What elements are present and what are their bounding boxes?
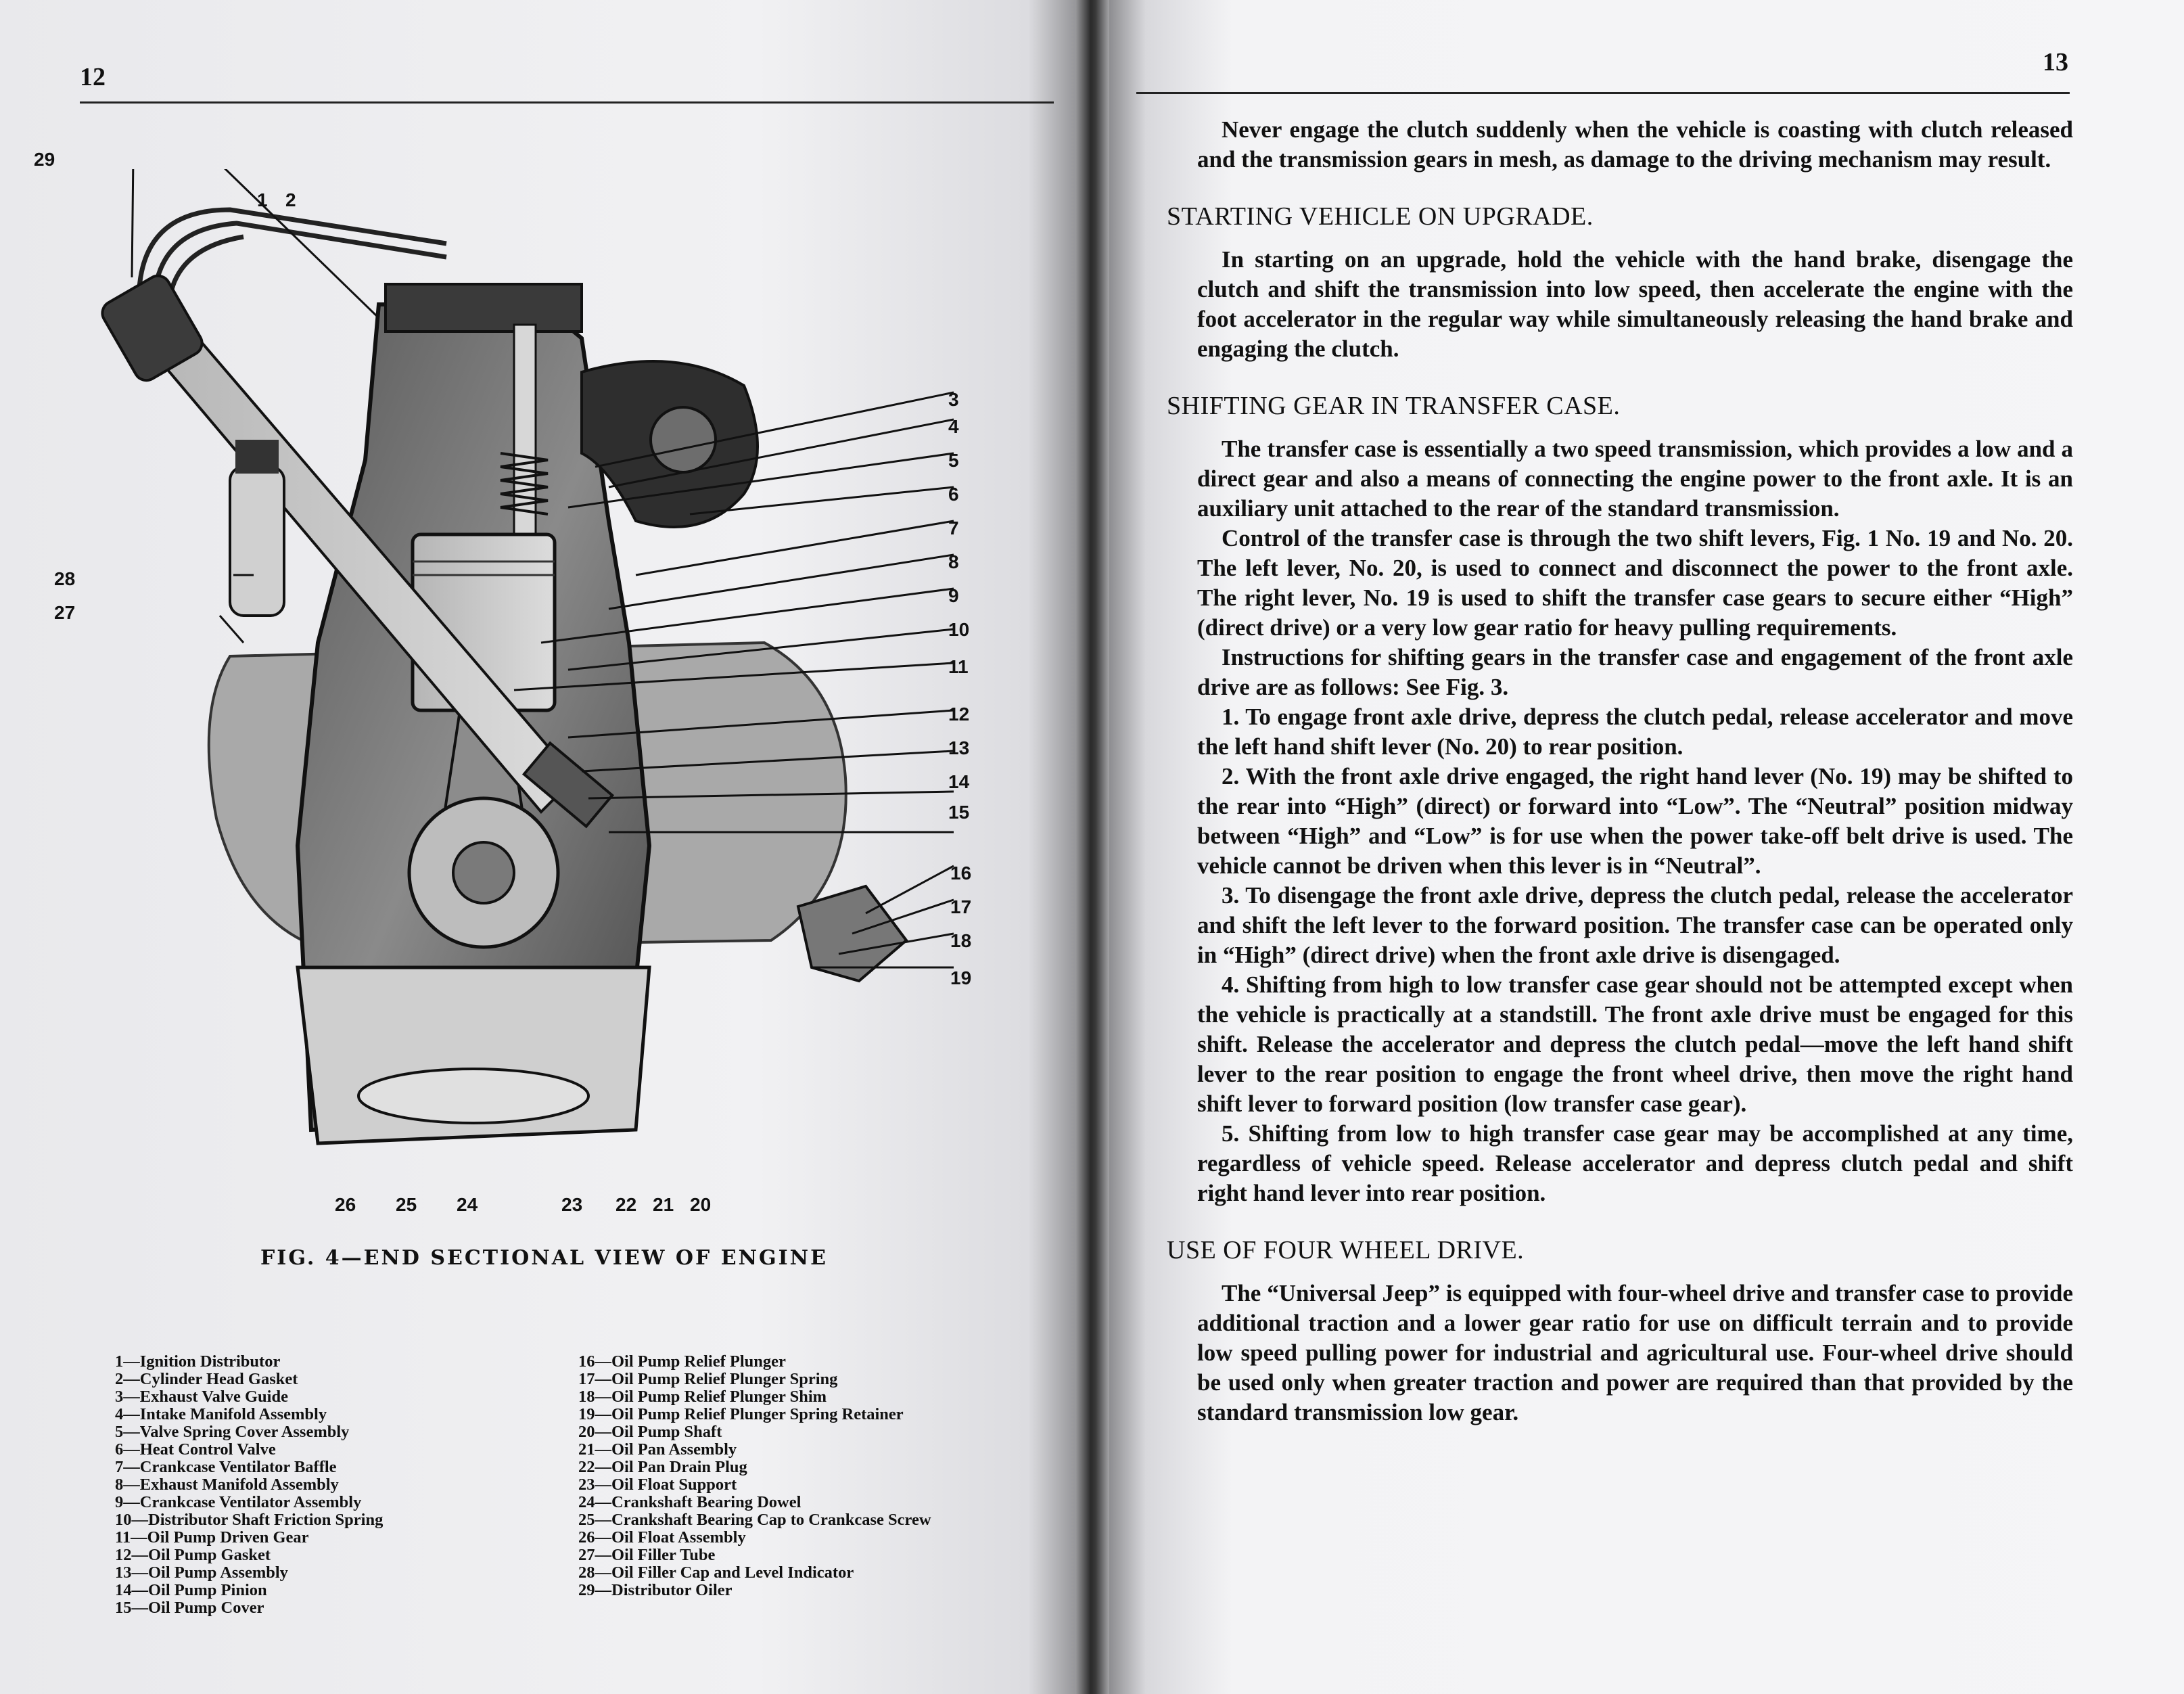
parts-legend-col1: 1—Ignition Distributor 2—Cylinder Head G…	[115, 1353, 453, 1617]
legend-item: 12—Oil Pump Gasket	[115, 1546, 271, 1564]
transfer-paragraph-2: Control of the transfer case is through …	[1197, 525, 2073, 641]
step-5-paragraph: 5. Shifting from low to high transfer ca…	[1197, 1120, 2073, 1206]
legend-item: 8—Exhaust Manifold Assembly	[115, 1475, 339, 1494]
legend-item: 14—Oil Pump Pinion	[115, 1581, 267, 1599]
callout-4: 4	[948, 416, 959, 437]
callout-23: 23	[561, 1194, 583, 1215]
right-page-body: Never engage the clutch suddenly when th…	[1167, 115, 2073, 1427]
callout-26: 26	[335, 1194, 356, 1215]
step-4-paragraph: 4. Shifting from high to low transfer ca…	[1197, 971, 2073, 1117]
callout-9: 9	[948, 585, 959, 606]
transfer-paragraph-3: Instructions for shifting gears in the t…	[1197, 644, 2073, 700]
transfer-paragraph-1: The transfer case is essentially a two s…	[1197, 436, 2073, 522]
intro-paragraph: Never engage the clutch suddenly when th…	[1197, 116, 2073, 173]
legend-item: 11—Oil Pump Driven Gear	[115, 1528, 309, 1547]
legend-item: 27—Oil Filler Tube	[578, 1546, 716, 1564]
callout-10: 10	[948, 619, 970, 640]
book-gutter	[1075, 0, 1109, 1694]
legend-item: 22—Oil Pan Drain Plug	[578, 1458, 747, 1476]
legend-item: 19—Oil Pump Relief Plunger Spring Retain…	[578, 1405, 904, 1423]
legend-item: 18—Oil Pump Relief Plunger Shim	[578, 1388, 827, 1406]
step-1-paragraph: 1. To engage front axle drive, depress t…	[1197, 704, 2073, 760]
callout-7: 7	[948, 518, 959, 539]
legend-item: 6—Heat Control Valve	[115, 1440, 276, 1459]
callout-25: 25	[396, 1194, 417, 1215]
legend-item: 10—Distributor Shaft Friction Spring	[115, 1511, 384, 1529]
callout-15: 15	[948, 802, 970, 823]
legend-item: 9—Crankcase Ventilator Assembly	[115, 1493, 362, 1511]
legend-item: 21—Oil Pan Assembly	[578, 1440, 737, 1459]
legend-item: 1—Ignition Distributor	[115, 1352, 281, 1371]
callout-16: 16	[950, 863, 972, 884]
callout-2: 2	[285, 189, 296, 210]
callout-3: 3	[948, 389, 959, 410]
legend-item: 29—Distributor Oiler	[578, 1581, 733, 1599]
four-wheel-drive-paragraph: The “Universal Jeep” is equipped with fo…	[1197, 1280, 2073, 1425]
right-page	[1102, 0, 2184, 1694]
legend-item: 3—Exhaust Valve Guide	[115, 1388, 288, 1406]
callout-8: 8	[948, 551, 959, 572]
upgrade-paragraph: In starting on an upgrade, hold the vehi…	[1197, 246, 2073, 362]
callout-18: 18	[950, 930, 972, 951]
heading-use-of-four-wheel-drive: USE OF FOUR WHEEL DRIVE.	[1167, 1236, 1525, 1264]
legend-item: 25—Crankshaft Bearing Cap to Crankcase S…	[578, 1511, 931, 1529]
callout-14: 14	[948, 771, 970, 792]
callout-29: 29	[34, 149, 55, 170]
legend-item: 17—Oil Pump Relief Plunger Spring	[578, 1370, 838, 1388]
step-2-paragraph: 2. With the front axle drive engaged, th…	[1197, 763, 2073, 879]
engine-illustration	[53, 93, 954, 1145]
callout-28: 28	[54, 568, 76, 589]
figure-caption: FIG. 4—END SECTIONAL VIEW OF ENGINE	[260, 1246, 828, 1270]
left-page-number: 12	[80, 63, 106, 91]
callout-22: 22	[615, 1194, 637, 1215]
legend-item: 24—Crankshaft Bearing Dowel	[578, 1493, 801, 1511]
legend-item: 5—Valve Spring Cover Assembly	[115, 1423, 350, 1441]
engine-sectional-figure: 1 2 3 4 5 6 7 8 9 10 11 12 13 14 15 16 1…	[34, 93, 1062, 1224]
callout-5: 5	[948, 450, 959, 471]
parts-legend-col2: 16—Oil Pump Relief Plunger 17—Oil Pump R…	[578, 1353, 998, 1599]
callout-24: 24	[457, 1194, 478, 1215]
legend-item: 28—Oil Filler Cap and Level Indicator	[578, 1563, 854, 1582]
heading-starting-vehicle-on-upgrade: STARTING VEHICLE ON UPGRADE.	[1167, 202, 1594, 231]
callout-11: 11	[948, 656, 969, 677]
legend-item: 16—Oil Pump Relief Plunger	[578, 1352, 786, 1371]
callout-27: 27	[54, 602, 76, 623]
right-page-number: 13	[2043, 48, 2068, 76]
callout-12: 12	[948, 704, 970, 725]
callout-13: 13	[948, 737, 970, 758]
right-header-rule	[1136, 92, 2070, 94]
legend-item: 23—Oil Float Support	[578, 1475, 737, 1494]
legend-item: 20—Oil Pump Shaft	[578, 1423, 722, 1441]
callout-1: 1	[257, 189, 268, 210]
legend-item: 2—Cylinder Head Gasket	[115, 1370, 298, 1388]
left-header-rule	[80, 101, 1054, 104]
callout-21: 21	[653, 1194, 674, 1215]
callout-19: 19	[950, 967, 972, 988]
callout-20: 20	[690, 1194, 712, 1215]
callout-6: 6	[948, 484, 959, 505]
legend-item: 4—Intake Manifold Assembly	[115, 1405, 327, 1423]
legend-item: 7—Crankcase Ventilator Baffle	[115, 1458, 337, 1476]
legend-item: 13—Oil Pump Assembly	[115, 1563, 288, 1582]
heading-shifting-gear-in-transfer-case: SHIFTING GEAR IN TRANSFER CASE.	[1167, 392, 1621, 420]
step-3-paragraph: 3. To disengage the front axle drive, de…	[1197, 882, 2073, 968]
legend-item: 26—Oil Float Assembly	[578, 1528, 746, 1547]
legend-item: 15—Oil Pump Cover	[115, 1599, 264, 1617]
callout-17: 17	[950, 896, 972, 917]
